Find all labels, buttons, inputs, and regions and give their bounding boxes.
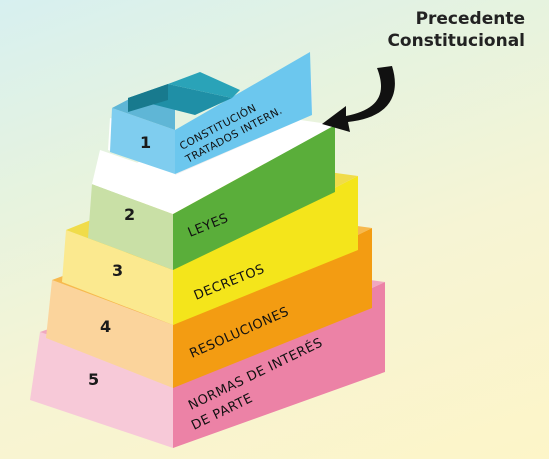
level-2-right-face <box>173 125 335 270</box>
callout-arrow-icon <box>322 66 395 132</box>
precedent-callout: Precedente Constitucional <box>335 8 525 52</box>
level-2-band <box>92 150 173 214</box>
level-1-cap-side <box>168 72 240 98</box>
callout-line2: Constitucional <box>387 31 525 51</box>
level-2-number: 2 <box>124 205 135 224</box>
level-1-left-face <box>110 108 175 174</box>
level-4-number: 4 <box>100 317 111 336</box>
level-5-left-face <box>30 332 173 448</box>
level-3-left-face <box>62 230 173 325</box>
level-3-right-face <box>173 176 358 325</box>
level-2: 2 LEYES <box>88 112 335 270</box>
level-5-number: 5 <box>88 370 99 389</box>
level-3-number: 3 <box>112 261 123 280</box>
level-1-number: 1 <box>140 133 151 152</box>
callout-line1: Precedente <box>415 9 525 29</box>
level-1-right-face <box>175 52 312 174</box>
level-4-right-face <box>173 228 372 388</box>
level-4-left-face <box>46 280 173 388</box>
level-2-left-face <box>88 184 173 270</box>
level-1: 1 CONSTITUCIÓN TRATADOS INTERN. <box>108 52 312 175</box>
level-1-cap-left <box>128 84 168 112</box>
